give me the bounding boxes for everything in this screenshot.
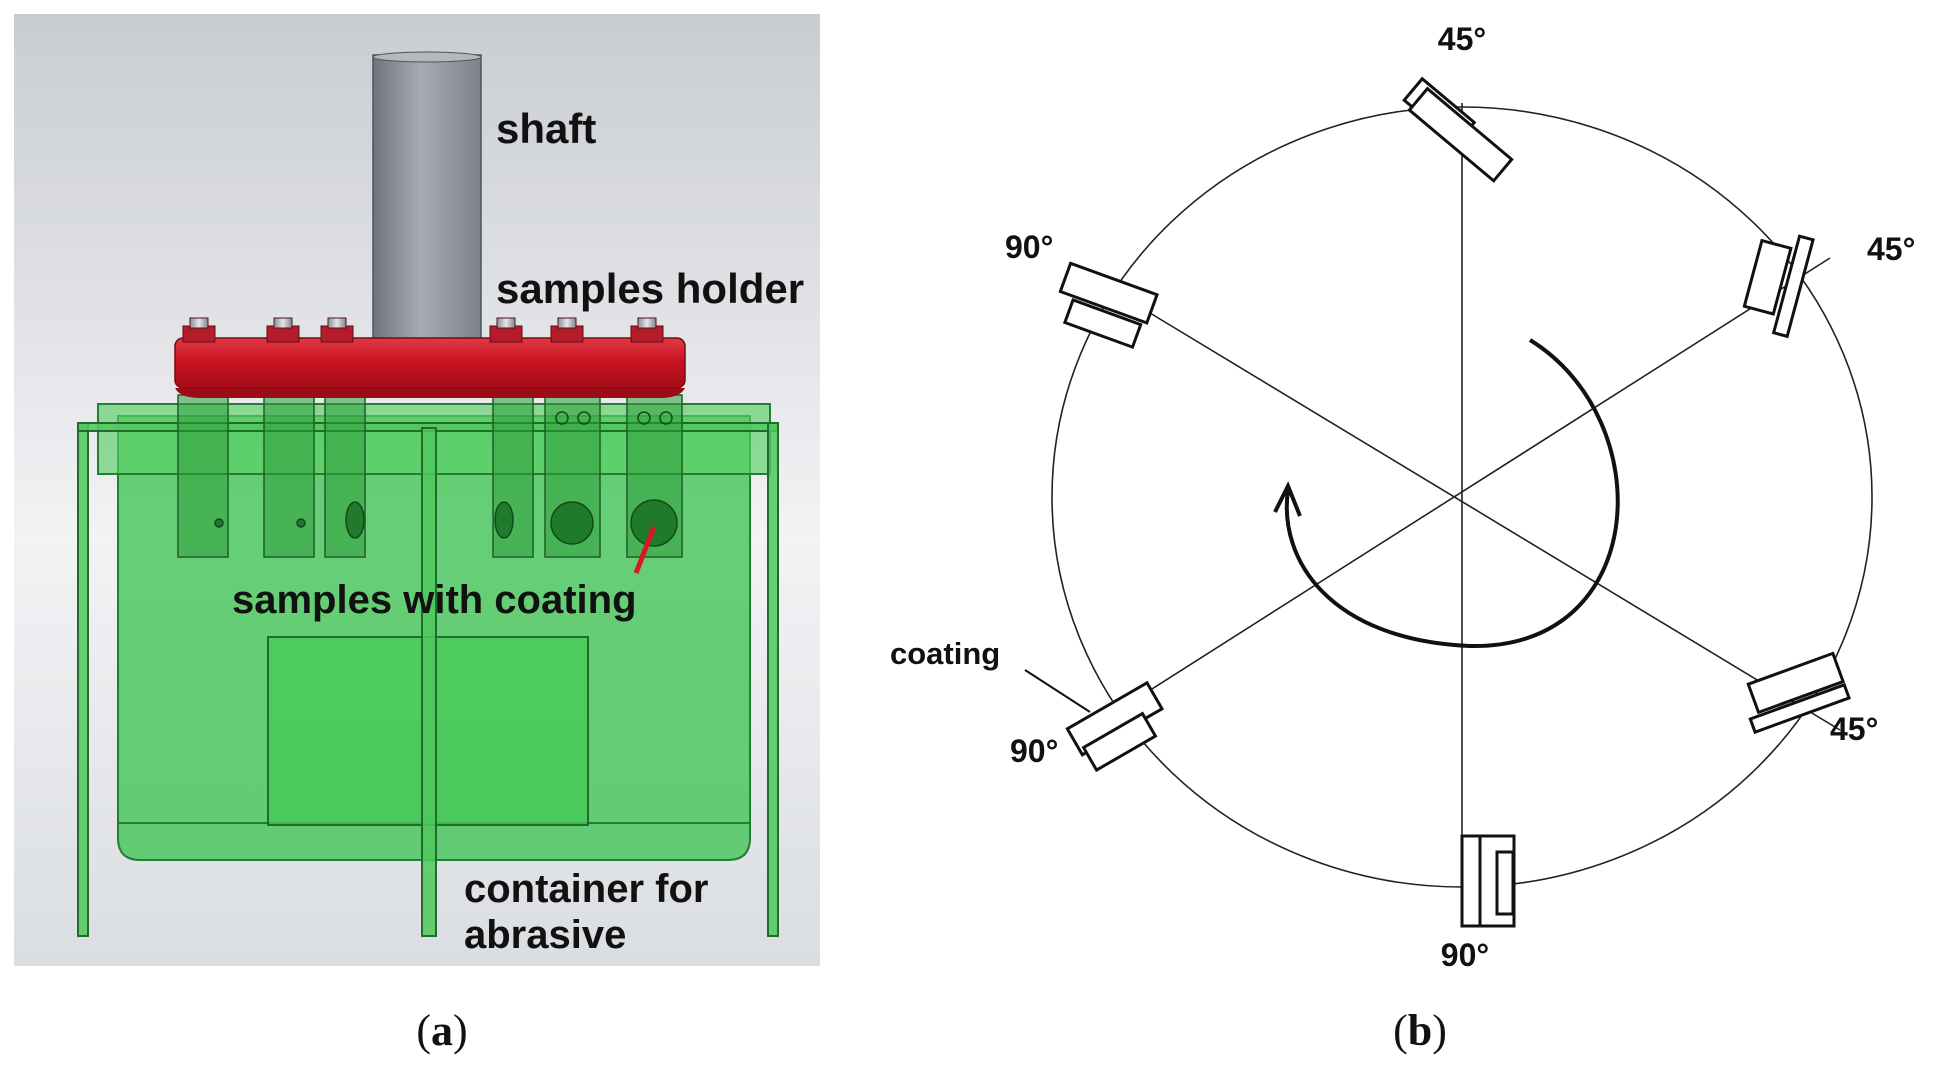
panel-a-cad-drawing: shaft samples holder samples with coatin… (14, 14, 820, 1055)
label-samples-holder: samples holder (496, 265, 804, 312)
panel-b-orientation-diagram: 45° 45° 45° 90° 90° 90° coating (b) (890, 21, 1915, 1055)
caption-a-close: ) (453, 1006, 468, 1055)
angle-label-upper-left: 90° (1005, 229, 1053, 265)
rotation-arrow (1273, 338, 1620, 649)
label-container-line2: abrasive (464, 913, 626, 957)
caption-a: (a) (416, 1006, 467, 1055)
container-frame (77, 422, 779, 937)
label-container-line1: container for (464, 867, 708, 911)
angle-label-upper-right: 45° (1867, 231, 1915, 267)
angle-label-lower-left: 90° (1010, 733, 1058, 769)
caption-b: (b) (1393, 1006, 1447, 1055)
sample-glyph-upper-left (1058, 261, 1159, 350)
angle-label-bottom: 90° (1441, 937, 1489, 973)
coating-label: coating (890, 636, 1000, 671)
holder-bolts (182, 317, 664, 343)
angle-label-top: 45° (1438, 21, 1486, 57)
label-samples-with-coating: samples with coating (232, 578, 637, 622)
coating-leader-line (1024, 669, 1091, 713)
label-shaft: shaft (496, 105, 596, 152)
sample-glyph-upper-right (1742, 234, 1815, 339)
caption-a-open: ( (416, 1006, 431, 1055)
caption-b-letter: b (1408, 1006, 1432, 1055)
shaft (372, 51, 482, 346)
sample-coating-spots (214, 411, 678, 547)
angle-label-lower-right: 45° (1830, 711, 1878, 747)
samples-holder-disk (174, 337, 686, 398)
sample-glyph-lower-right (1746, 651, 1851, 735)
sample-glyph-bottom (1460, 834, 1516, 928)
caption-b-close: ) (1432, 1006, 1447, 1055)
radial-lines (1077, 103, 1841, 887)
sample-glyph-top (1402, 76, 1514, 183)
caption-a-letter: a (431, 1006, 453, 1055)
coating-pointer (633, 526, 657, 574)
sample-glyph-lower-left (1065, 680, 1165, 773)
caption-b-open: ( (1393, 1006, 1408, 1055)
